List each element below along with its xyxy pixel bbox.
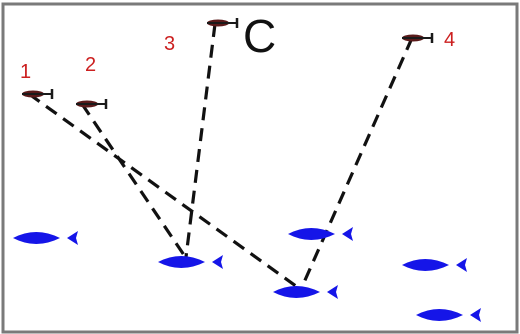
panel-letter: C bbox=[243, 10, 276, 62]
small-fish-label-2: 2 bbox=[85, 54, 96, 76]
small-fish-label-3: 3 bbox=[164, 33, 175, 55]
connection-line-4 bbox=[300, 37, 414, 288]
small-fish-1 bbox=[22, 89, 54, 99]
small-fish-2 bbox=[76, 99, 108, 109]
small-fish-4 bbox=[402, 33, 434, 43]
small-fish-3 bbox=[207, 18, 239, 28]
connection-line-3 bbox=[184, 23, 217, 258]
large-fish-4 bbox=[273, 285, 338, 299]
large-fish-1 bbox=[13, 231, 78, 245]
large-fish-5 bbox=[402, 258, 467, 272]
large-fish-2 bbox=[158, 255, 223, 269]
large-fish-3 bbox=[288, 227, 353, 241]
connection-line-2 bbox=[80, 103, 188, 259]
connection-lines bbox=[28, 23, 414, 291]
connection-line-1 bbox=[28, 92, 301, 291]
small-fish-label-1: 1 bbox=[20, 61, 31, 83]
small-fish-label-4: 4 bbox=[444, 29, 455, 51]
large-fish-6 bbox=[416, 308, 481, 322]
